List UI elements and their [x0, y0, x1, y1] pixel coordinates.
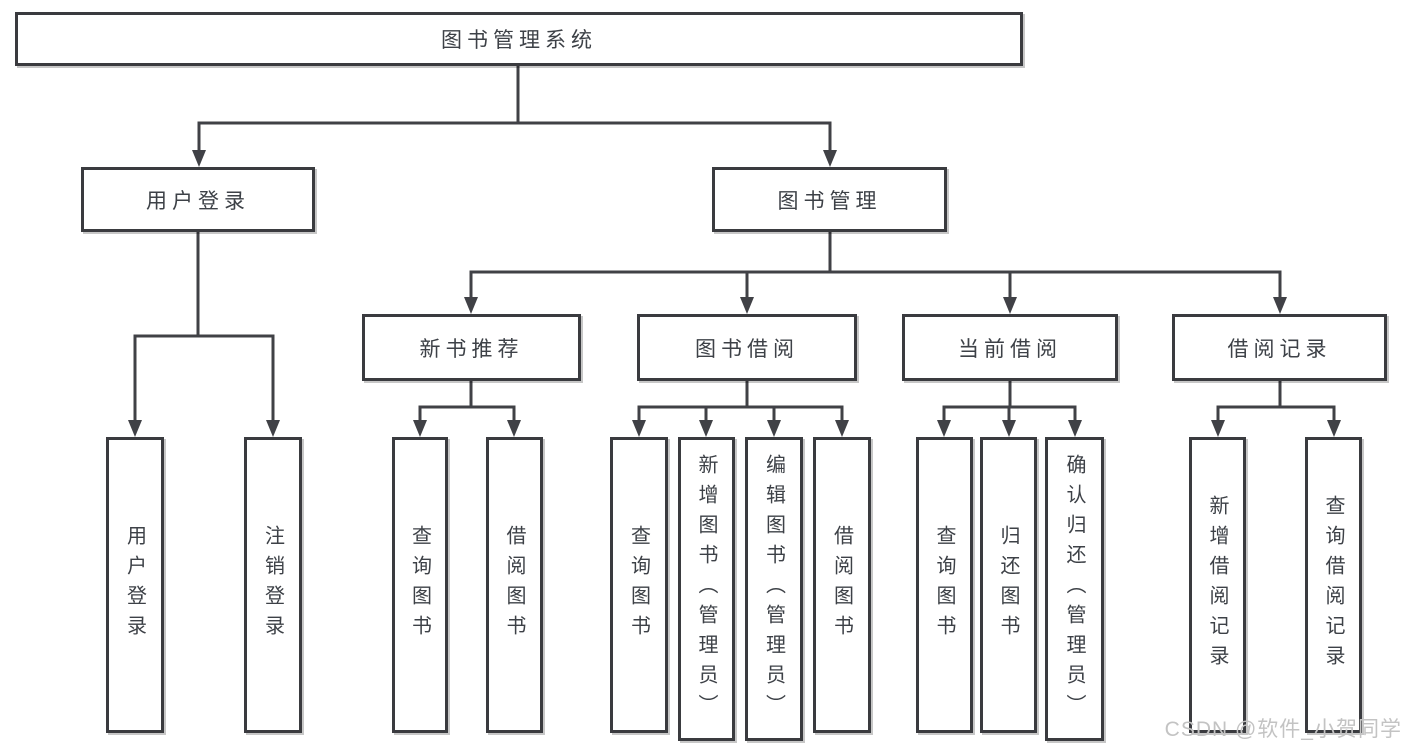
leaf-cb-return-books: 归还图书	[980, 437, 1037, 733]
arrowhead-br-query-record	[1327, 420, 1341, 437]
leaf-rec-borrow-books: 借阅图书	[486, 437, 543, 733]
arrowhead-leaf-user-login	[128, 420, 142, 437]
connector-new-book-rec-children	[418, 380, 516, 422]
csdn-watermark: CSDN @软件_小贺同学	[1164, 718, 1402, 741]
arrowhead-book-management	[823, 150, 837, 167]
leaf-bb-query-books: 查询图书	[610, 437, 668, 733]
node-root-system: 图书管理系统	[15, 12, 1023, 66]
node-new-book-recommend-label: 新书推荐	[419, 337, 524, 361]
arrowhead-bb-edit-books	[767, 420, 781, 437]
leaf-cb-confirm-return-admin: 确认归还（管理员）	[1045, 437, 1104, 741]
leaf-bb-add-books-admin: 新增图书（管理员）	[678, 437, 735, 741]
leaf-bb-borrow-books-label: 借阅图书	[830, 525, 853, 645]
connector-borrow-records-children	[1216, 380, 1336, 422]
leaf-br-query-record: 查询借阅记录	[1305, 437, 1362, 733]
arrowhead-new-book-rec	[464, 297, 478, 314]
leaf-br-add-record: 新增借阅记录	[1189, 437, 1246, 733]
leaf-bb-edit-books-admin: 编辑图书（管理员）	[745, 437, 803, 741]
connector-user-login-children	[133, 231, 275, 422]
leaf-rec-query-books-label: 查询图书	[408, 525, 431, 645]
arrowhead-cb-confirm-return	[1068, 420, 1082, 437]
leaf-cb-return-books-label: 归还图书	[997, 525, 1019, 645]
node-user-login-label: 用户登录	[146, 189, 250, 213]
arrowhead-borrow-records	[1273, 297, 1287, 314]
arrowhead-rec-borrow-books	[507, 420, 521, 437]
connector-root-to-level2	[197, 66, 832, 152]
arrowhead-bb-query-books	[632, 420, 646, 437]
leaf-br-query-record-label: 查询借阅记录	[1322, 495, 1344, 675]
leaf-bb-borrow-books: 借阅图书	[813, 437, 871, 733]
node-current-borrow: 当前借阅	[902, 314, 1118, 381]
connector-book-borrow-children	[637, 380, 844, 422]
leaf-logout-label: 注销登录	[261, 525, 284, 645]
node-user-login: 用户登录	[81, 167, 315, 232]
arrowhead-leaf-logout	[266, 420, 280, 437]
leaf-user-login-label: 用户登录	[123, 525, 146, 645]
arrowhead-br-add-record	[1211, 420, 1225, 437]
connector-book-management-children	[469, 231, 1282, 299]
node-borrow-records-label: 借阅记录	[1227, 337, 1332, 361]
leaf-cb-query-books-label: 查询图书	[933, 525, 955, 645]
node-current-borrow-label: 当前借阅	[958, 337, 1062, 361]
arrowhead-cb-return-books	[1002, 420, 1016, 437]
connector-current-borrow-children	[942, 380, 1077, 422]
leaf-cb-query-books: 查询图书	[916, 437, 973, 733]
arrowhead-user-login	[192, 150, 206, 167]
arrowhead-rec-query-books	[413, 420, 427, 437]
leaf-logout: 注销登录	[244, 437, 302, 733]
leaf-cb-confirm-return-admin-label: 确认归还（管理员）	[1063, 454, 1085, 724]
leaf-br-add-record-label: 新增借阅记录	[1206, 495, 1228, 675]
leaf-bb-edit-books-admin-label: 编辑图书（管理员）	[762, 454, 785, 724]
node-new-book-recommend: 新书推荐	[362, 314, 581, 381]
leaf-user-login: 用户登录	[106, 437, 164, 733]
node-borrow-records: 借阅记录	[1172, 314, 1387, 381]
node-root-system-label: 图书管理系统	[441, 29, 597, 52]
arrowhead-bb-add-books	[699, 420, 713, 437]
node-book-management-label: 图书管理	[777, 189, 882, 213]
arrowhead-book-borrow	[740, 297, 754, 314]
leaf-bb-add-books-admin-label: 新增图书（管理员）	[695, 454, 717, 724]
arrowhead-cb-query-books	[937, 420, 951, 437]
node-book-borrow-label: 图书借阅	[695, 337, 799, 361]
leaf-rec-borrow-books-label: 借阅图书	[503, 525, 525, 645]
leaf-bb-query-books-label: 查询图书	[627, 525, 650, 645]
arrowhead-current-borrow	[1003, 297, 1017, 314]
arrowhead-bb-borrow-books	[835, 420, 849, 437]
node-book-management: 图书管理	[712, 167, 947, 232]
leaf-rec-query-books: 查询图书	[392, 437, 448, 733]
node-book-borrow: 图书借阅	[637, 314, 857, 381]
